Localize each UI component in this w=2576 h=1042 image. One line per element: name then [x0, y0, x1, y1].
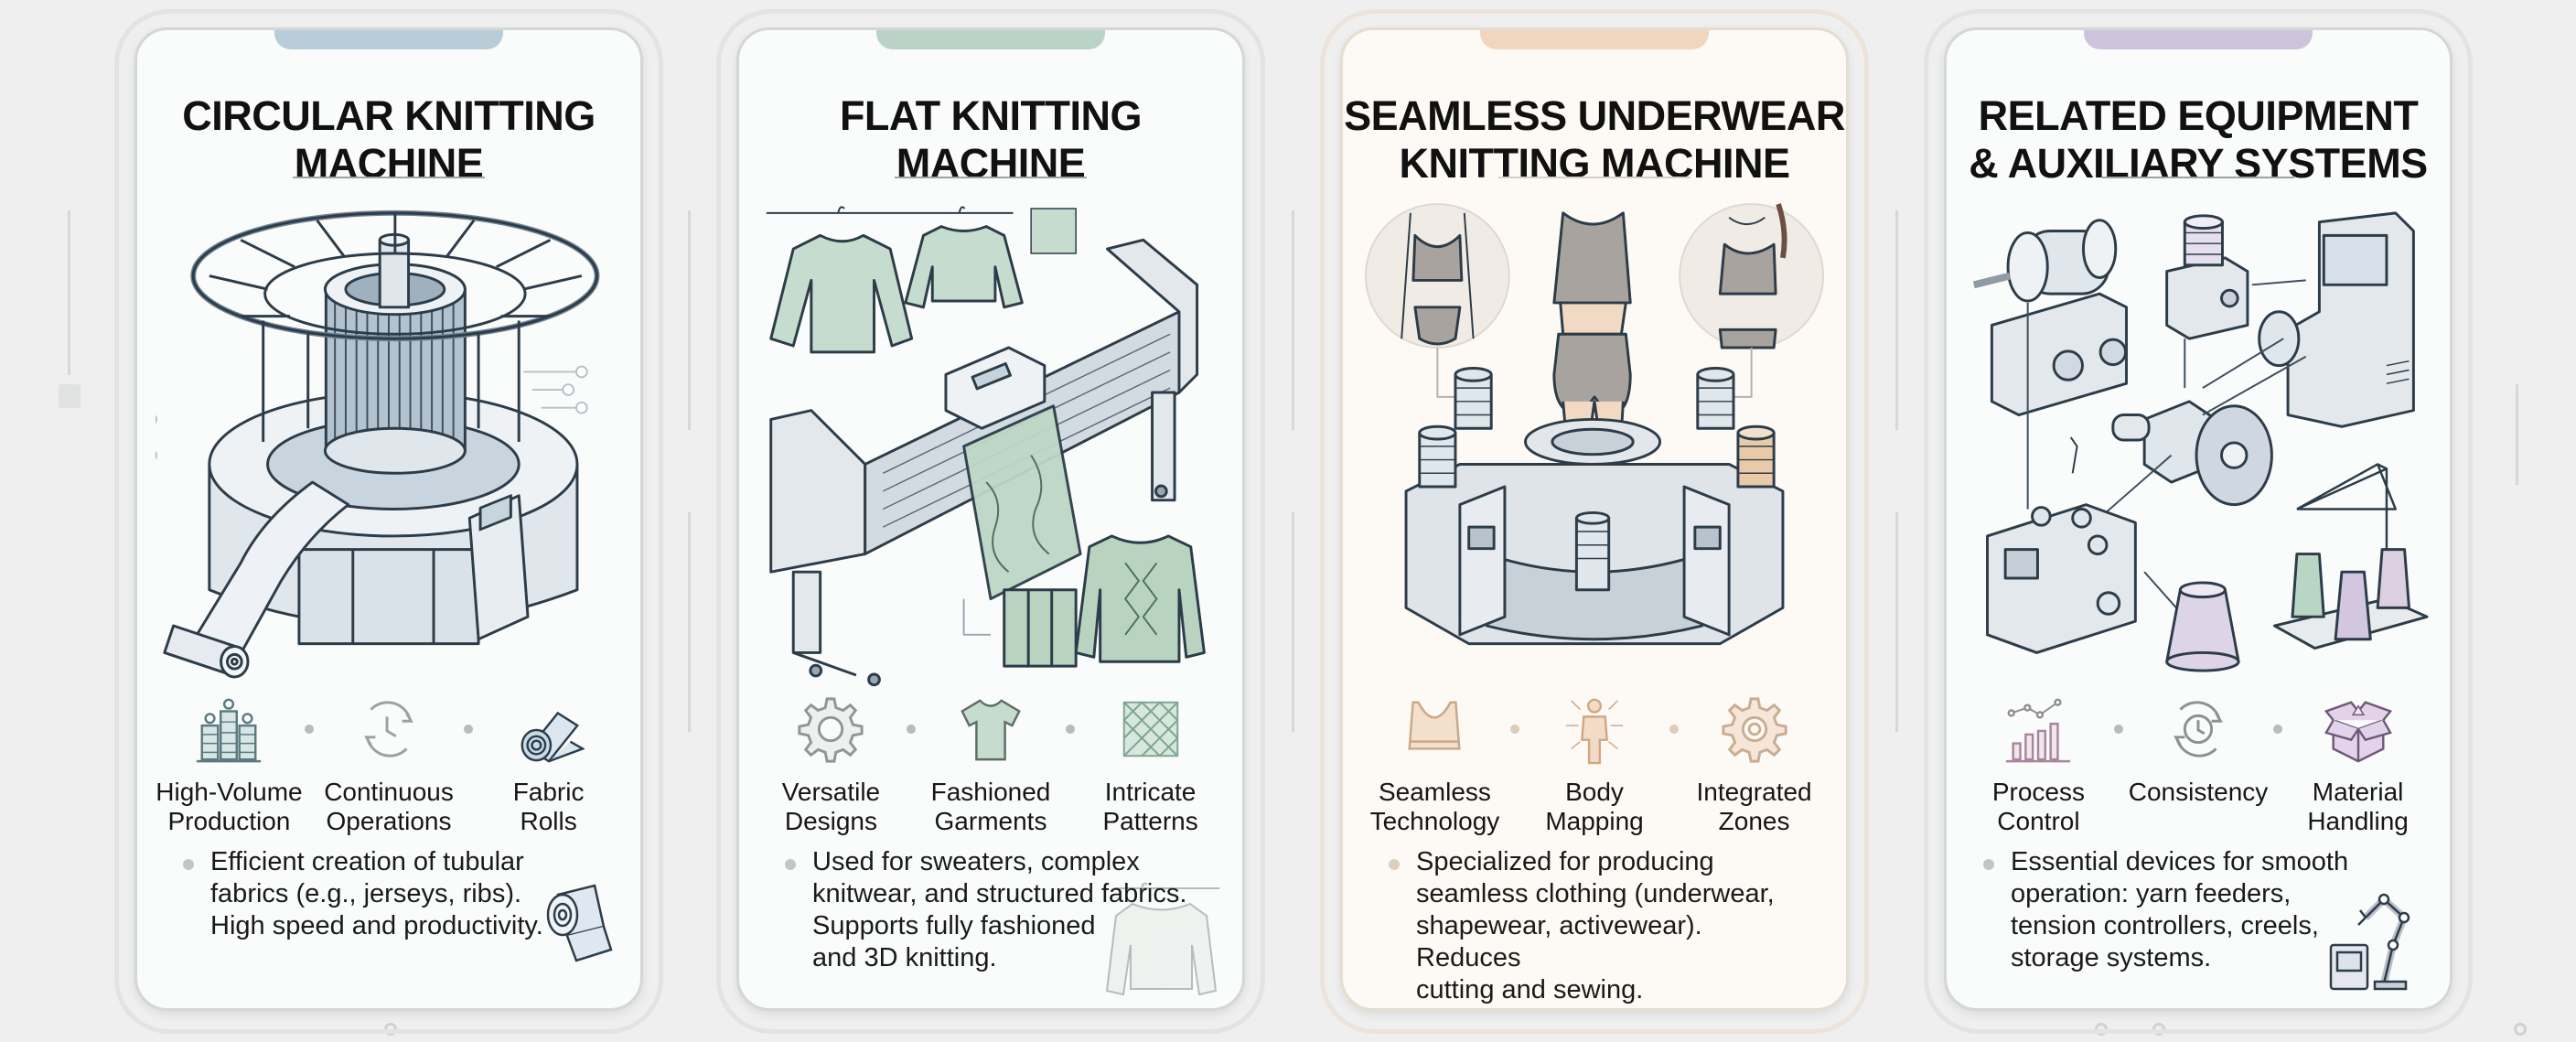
panel-seamless-underwear-knitting-machine: SEAMLESS UNDERWEAR KNITTING MACHINE — [1340, 27, 1849, 1011]
panel-description: Used for sweaters, complex knitwear, and… — [785, 846, 1206, 974]
panel-title: RELATED EQUIPMENT & AUXILIARY SYSTEMS — [1969, 92, 2428, 187]
panel-title: FLAT KNITTING MACHINE — [839, 92, 1143, 187]
description-text: Used for sweaters, complex knitwear, and… — [812, 847, 1187, 972]
feature-versatile-designs: Versatile Designs — [756, 693, 907, 836]
panel-accent-tab — [876, 30, 1105, 49]
bullet-dot — [1389, 859, 1400, 870]
feature-consistency: Consistency — [2123, 693, 2274, 807]
separator-dot — [1509, 725, 1519, 734]
feature-label: Intricate Patterns — [1102, 778, 1198, 835]
tshirt-icon — [955, 693, 1026, 765]
sweater-on-hanger-icon — [1105, 881, 1219, 1000]
feature-label: Versatile Designs — [781, 778, 881, 835]
feature-label: Seamless Technology — [1369, 778, 1500, 835]
feature-label: Continuous Operations — [324, 778, 454, 835]
feature-label: Fashioned Garments — [930, 778, 1051, 835]
feature-process-control: Process Control — [1963, 693, 2114, 836]
panel-description: Specialized for producing seamless cloth… — [1389, 846, 1809, 1006]
panel-accent-tab — [274, 30, 503, 49]
feature-fashioned-garments: Fashioned Garments — [916, 693, 1067, 836]
separator-dot — [1669, 725, 1680, 734]
feature-label: Material Handling — [2307, 778, 2409, 835]
panel-accent-tab — [1480, 30, 1709, 49]
panel-accent-tab — [2084, 30, 2313, 49]
panel-circular-knitting-machine: CIRCULAR KNITTING MACHINE — [134, 27, 643, 1011]
feature-row: Versatile Designs Fashioned Garments Int… — [756, 693, 1226, 858]
description-text: Specialized for producing seamless cloth… — [1416, 847, 1775, 1004]
open-box-icon — [2323, 693, 2394, 765]
title-divider — [1498, 177, 1690, 178]
fabric-roll-icon — [540, 876, 613, 963]
gear-icon — [795, 693, 866, 765]
panel-frame-seamless — [1320, 9, 1869, 1034]
panel-description: Efficient creation of tubular fabrics (e… — [183, 846, 604, 942]
separator-dot — [304, 725, 314, 734]
decor-line — [688, 512, 691, 732]
decor-line — [1292, 512, 1294, 732]
panel-title: SEAMLESS UNDERWEAR KNITTING MACHINE — [1344, 92, 1845, 187]
sports-bra-icon — [1399, 693, 1470, 765]
description-text: Efficient creation of tubular fabrics (e… — [210, 847, 543, 940]
separator-dot — [906, 725, 916, 734]
feature-fabric-rolls: Fabric Rolls — [473, 693, 624, 836]
decor-line — [68, 210, 70, 375]
title-divider — [293, 177, 485, 178]
feature-material-handling: Material Handling — [2282, 693, 2433, 836]
separator-dot — [2273, 725, 2283, 734]
decor-line — [1895, 210, 1898, 430]
circular-knitting-machine-illustration — [145, 190, 622, 689]
bullet-dot — [183, 859, 194, 870]
decor-line — [1895, 512, 1898, 732]
bar-chart-icon — [2002, 693, 2074, 765]
feature-label: High-Volume Production — [156, 778, 303, 835]
panel-flat-knitting-machine: FLAT KNITTING MACHINE — [736, 27, 1245, 1011]
panel-related-equipment-auxiliary-systems: RELATED EQUIPMENT & AUXILIARY SYSTEMS — [1944, 27, 2453, 1011]
cycle-clock-icon — [353, 693, 424, 765]
feature-row: Process Control Consistency — [1963, 693, 2433, 858]
title-divider — [895, 177, 1087, 178]
seamless-knitting-machine-illustration — [1361, 190, 1828, 689]
flat-knitting-machine-illustration — [757, 190, 1224, 689]
separator-dot — [1066, 725, 1076, 734]
decor-line — [59, 384, 80, 408]
decor-dot — [2514, 1023, 2527, 1036]
cycle-clock-icon — [2163, 693, 2234, 765]
decor-line — [2516, 384, 2518, 485]
feature-high-volume-production: High-Volume Production — [154, 693, 305, 836]
separator-dot — [464, 725, 474, 734]
gear-target-icon — [1719, 693, 1790, 765]
feature-label: Consistency — [2128, 778, 2269, 806]
robot-arm-icon — [2329, 881, 2420, 991]
panel-frame-flat — [716, 9, 1265, 1034]
feature-seamless-technology: Seamless Technology — [1359, 693, 1510, 836]
panel-description: Essential devices for smooth operation: … — [1983, 846, 2413, 974]
fabric-roll-icon — [513, 693, 585, 765]
feature-label: Integrated Zones — [1696, 778, 1812, 835]
feature-intricate-patterns: Intricate Patterns — [1075, 693, 1226, 836]
feature-row: Seamless Technology Body Mapping — [1359, 693, 1830, 858]
feature-label: Process Control — [1991, 778, 2086, 835]
decor-line — [688, 210, 691, 430]
feature-integrated-zones: Integrated Zones — [1679, 693, 1830, 836]
feature-label: Fabric Rolls — [512, 778, 585, 835]
auxiliary-equipment-illustration — [1965, 190, 2431, 689]
feature-body-mapping: Body Mapping — [1519, 693, 1670, 836]
feature-continuous-operations: Continuous Operations — [314, 693, 465, 836]
description-text: Essential devices for smooth operation: … — [2011, 847, 2349, 972]
title-divider — [2102, 177, 2294, 178]
body-map-icon — [1559, 693, 1630, 765]
bullet-dot — [785, 859, 796, 870]
decor-line — [1292, 210, 1294, 430]
panel-title: CIRCULAR KNITTING MACHINE — [182, 92, 596, 187]
bullet-dot — [1983, 859, 1994, 870]
panel-frame-auxiliary — [1924, 9, 2473, 1034]
bottles-icon — [193, 693, 264, 765]
separator-dot — [2113, 725, 2123, 734]
feature-label: Body Mapping — [1545, 778, 1644, 835]
knit-pattern-icon — [1115, 693, 1186, 765]
feature-row: High-Volume Production Continuous Operat… — [154, 693, 624, 858]
panel-frame-circular — [114, 9, 663, 1034]
